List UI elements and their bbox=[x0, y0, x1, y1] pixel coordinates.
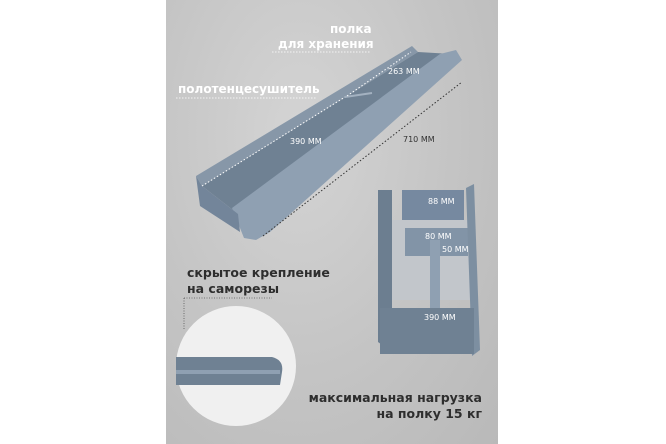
mount-profile-highlight bbox=[176, 370, 280, 374]
shelf-back-wall bbox=[196, 46, 418, 186]
box-rod bbox=[430, 240, 440, 310]
dim-height: 50 ММ bbox=[442, 245, 469, 254]
towel-section-dimension-line bbox=[201, 96, 346, 187]
shelf-front-panel bbox=[232, 50, 462, 240]
shelf-section-dimension-line bbox=[346, 51, 412, 97]
max-load-label: максимальная нагрузка bbox=[308, 390, 482, 405]
storage-shelf-label-2: для хранения bbox=[278, 37, 374, 51]
shelf-end-wall bbox=[196, 176, 240, 232]
dim-total-length: 710 ММ bbox=[403, 135, 435, 144]
box-side-right bbox=[466, 184, 480, 356]
box-top-back bbox=[402, 190, 464, 220]
dim-shelf-section: 263 ММ bbox=[388, 67, 420, 76]
box-front bbox=[380, 308, 474, 354]
dim-towel-section: 390 ММ bbox=[290, 137, 322, 146]
hidden-mount-label-2: на саморезы bbox=[187, 281, 280, 296]
shelf-divider bbox=[344, 92, 373, 98]
dim-depth-top: 88 ММ bbox=[428, 197, 455, 206]
hidden-mount-label: скрытое крепление bbox=[187, 265, 330, 280]
max-load-label-2: на полку 15 кг bbox=[376, 406, 482, 421]
dim-bottom-length: 390 ММ bbox=[424, 313, 456, 322]
dim-depth-bar: 80 ММ bbox=[425, 232, 452, 241]
towel-dryer-label: полотенцесушитель bbox=[178, 82, 320, 96]
storage-shelf-label: полка bbox=[330, 22, 372, 36]
